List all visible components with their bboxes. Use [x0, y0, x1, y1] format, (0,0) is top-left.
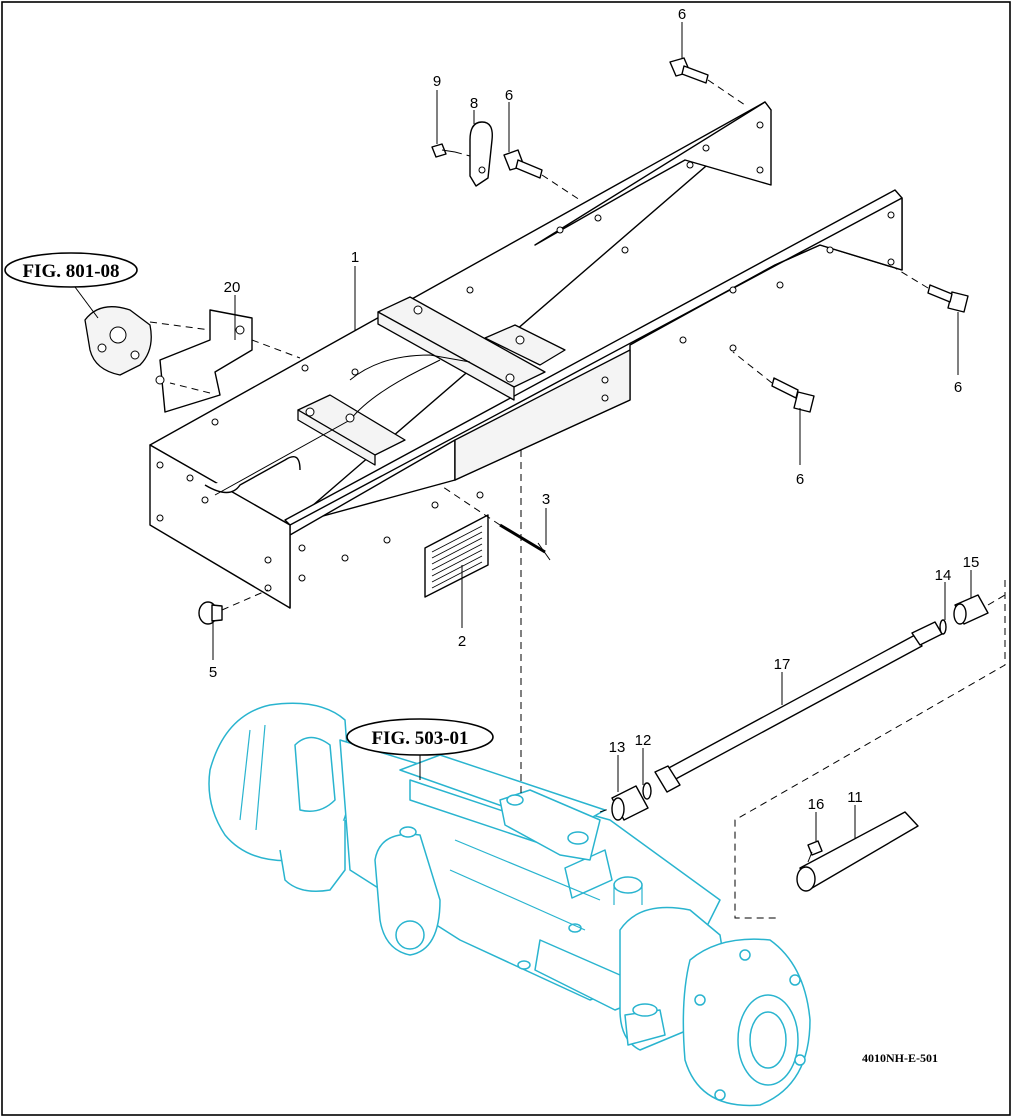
callout-17: 17	[774, 656, 791, 673]
decal-plate-2	[424, 514, 489, 598]
callout-12: 12	[635, 732, 652, 749]
collar-13	[611, 785, 649, 821]
fitting-16	[807, 840, 823, 863]
callout-9: 9	[433, 73, 441, 90]
pump-component	[84, 306, 152, 376]
callout-14: 14	[935, 567, 952, 584]
frame-bolt-holes	[156, 121, 895, 592]
plug-5	[198, 601, 223, 625]
bolt-9	[431, 143, 456, 158]
callout-6-lower: 6	[796, 471, 804, 488]
drive-shaft-17	[654, 621, 943, 793]
callout-11: 11	[847, 789, 863, 806]
ring-14	[939, 619, 947, 635]
collar-15	[953, 594, 989, 625]
callout-1: 1	[351, 249, 359, 266]
frame-bolt-right-upper	[927, 284, 969, 313]
callout-2: 2	[458, 633, 466, 650]
pin-3	[499, 523, 551, 561]
frame-bolt-top-mid	[503, 149, 543, 179]
callout-16: 16	[808, 796, 825, 813]
figure-ref-801-08-label: FIG. 801-08	[22, 261, 119, 282]
callout-leaders	[74, 22, 972, 842]
callout-5: 5	[209, 664, 217, 681]
callout-6-top: 6	[678, 6, 686, 23]
front-frame-assembly	[149, 101, 903, 609]
callout-6-right: 6	[954, 379, 962, 396]
figure-ref-801-08[interactable]: FIG. 801-08	[4, 252, 138, 288]
frame-bolt-top-right	[669, 57, 709, 84]
ring-12	[642, 782, 652, 800]
callout-3: 3	[542, 491, 550, 508]
figure-ref-503-01-label: FIG. 503-01	[371, 728, 468, 749]
frame-bolt-right-lower	[771, 377, 815, 413]
bracket-8	[469, 121, 493, 187]
callout-6-mid: 6	[505, 87, 513, 104]
assembly-lines	[149, 79, 1006, 813]
drawing-code: 4010NH-E-501	[862, 1051, 938, 1065]
callout-20: 20	[224, 279, 241, 296]
front-axle-assembly	[208, 702, 811, 1107]
callout-15: 15	[963, 554, 980, 571]
callout-13: 13	[609, 739, 626, 756]
cover-tube-11	[796, 811, 919, 892]
callout-8: 8	[470, 95, 478, 112]
figure-ref-503-01[interactable]: FIG. 503-01	[346, 718, 494, 756]
